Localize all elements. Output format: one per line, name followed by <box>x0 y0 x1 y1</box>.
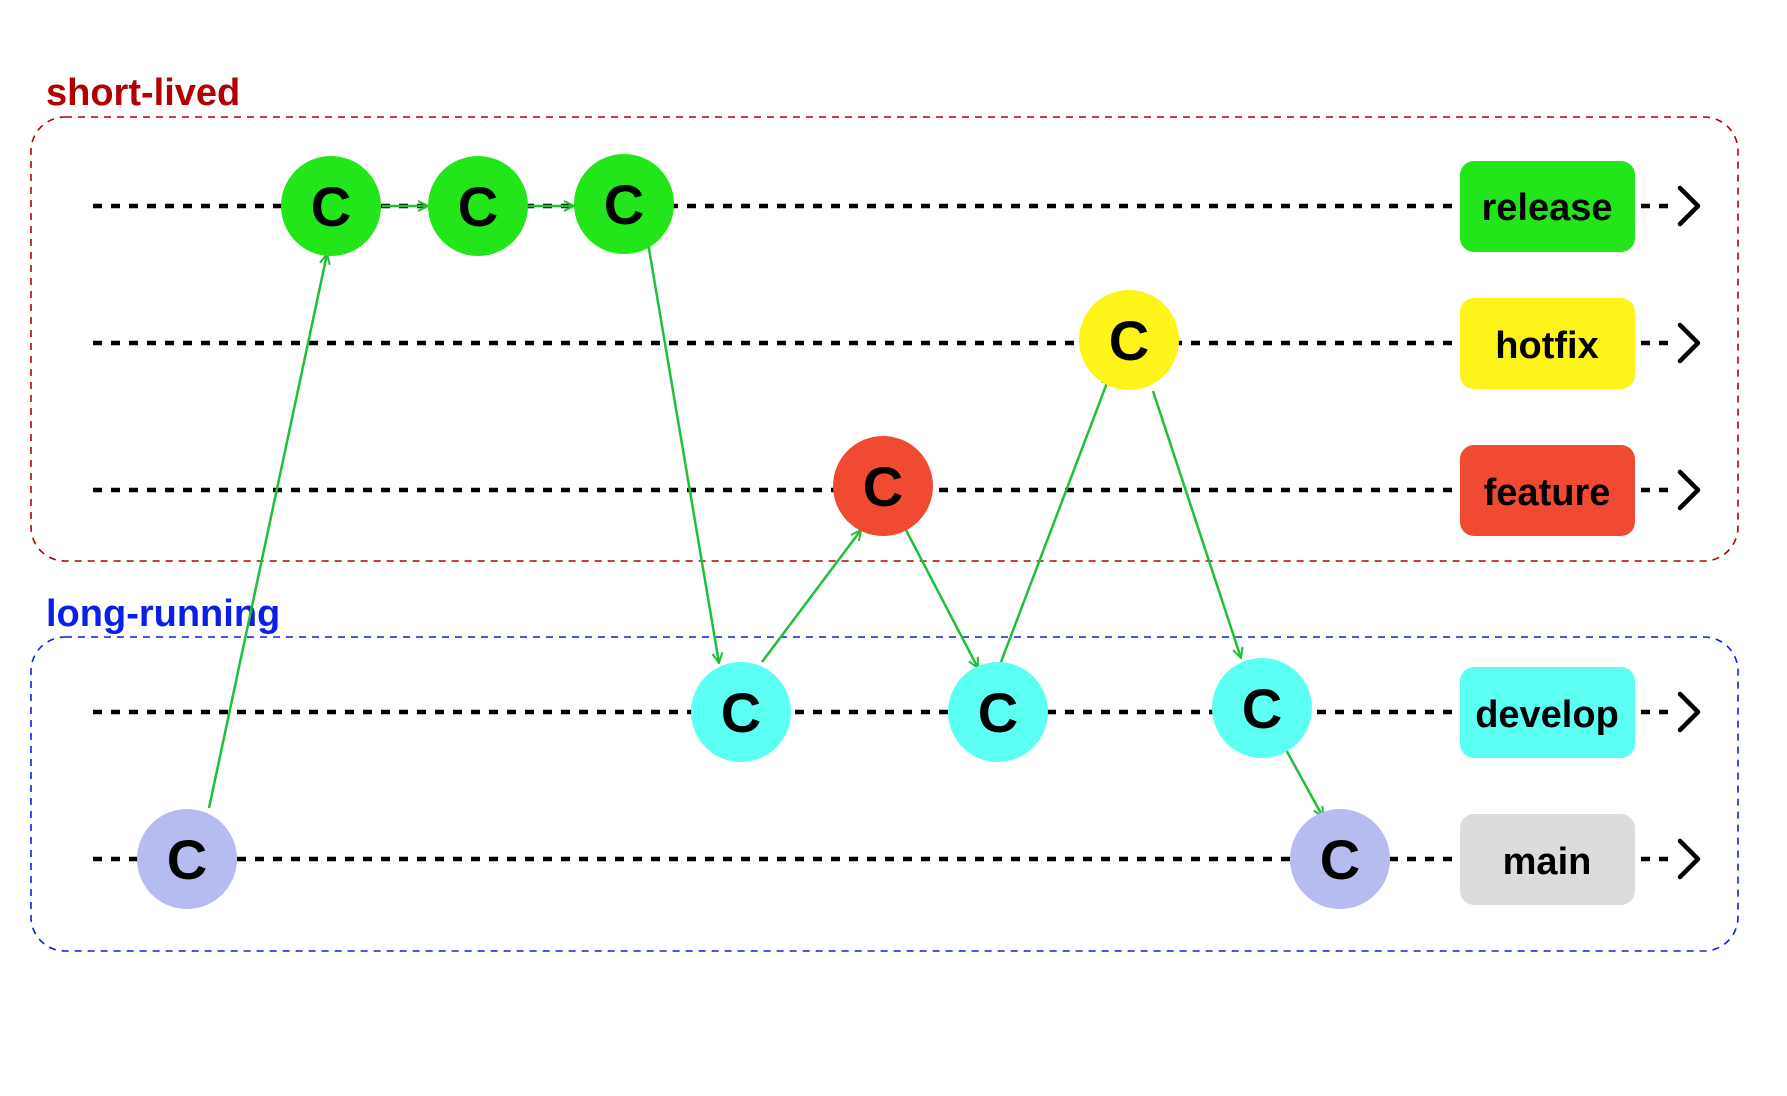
svg-text:feature: feature <box>1484 472 1611 514</box>
commit-develop-2: C <box>948 662 1048 762</box>
svg-text:C: C <box>1320 828 1360 891</box>
svg-text:hotfix: hotfix <box>1495 325 1598 367</box>
branch-label-release: release <box>1460 161 1635 252</box>
hotfix-lane-arrow-icon <box>1677 322 1701 364</box>
commit-main-1: C <box>137 809 237 909</box>
commit-release-2: C <box>428 156 528 256</box>
svg-text:C: C <box>167 828 207 891</box>
svg-text:develop: develop <box>1475 694 1619 736</box>
svg-text:C: C <box>1109 309 1149 372</box>
svg-text:C: C <box>311 175 351 238</box>
short-lived-group-box <box>30 116 1739 562</box>
svg-text:C: C <box>721 681 761 744</box>
branch-label-develop: develop <box>1460 667 1635 758</box>
branch-label-main: main <box>1460 814 1635 905</box>
release-lane-arrow-icon <box>1677 185 1701 227</box>
main-lane-arrow-icon <box>1677 838 1701 880</box>
svg-text:C: C <box>458 175 498 238</box>
feature-lane-arrow-icon <box>1677 469 1701 511</box>
commit-release-1: C <box>281 156 381 256</box>
arrow-main-to-release <box>207 254 327 809</box>
arrow-develop-to-hotfix <box>999 375 1110 663</box>
commit-feature-1: C <box>833 436 933 536</box>
long-running-group-box <box>30 636 1739 952</box>
arrow-develop-to-feature <box>761 530 861 663</box>
branch-label-hotfix: hotfix <box>1460 298 1635 389</box>
svg-text:release: release <box>1481 187 1612 229</box>
arrow-develop-to-main <box>1283 747 1325 817</box>
branch-label-feature: feature <box>1460 445 1635 536</box>
commit-develop-3: C <box>1212 658 1312 758</box>
arrow-release-to-develop <box>646 242 719 663</box>
svg-text:C: C <box>863 455 903 518</box>
develop-lane-arrow-icon <box>1677 691 1701 733</box>
long-running-group-label: long-running <box>46 593 280 635</box>
commit-release-3: C <box>574 154 674 254</box>
arrow-hotfix-to-develop <box>1151 390 1241 658</box>
svg-text:main: main <box>1503 841 1592 883</box>
short-lived-group-label: short-lived <box>46 72 240 114</box>
svg-text:C: C <box>1242 677 1282 740</box>
commit-main-2: C <box>1290 809 1390 909</box>
arrow-feature-to-develop <box>904 529 980 668</box>
svg-text:C: C <box>604 173 644 236</box>
commit-arrows <box>207 206 1325 817</box>
commit-develop-1: C <box>691 662 791 762</box>
svg-text:C: C <box>978 681 1018 744</box>
commit-hotfix-1: C <box>1079 290 1179 390</box>
